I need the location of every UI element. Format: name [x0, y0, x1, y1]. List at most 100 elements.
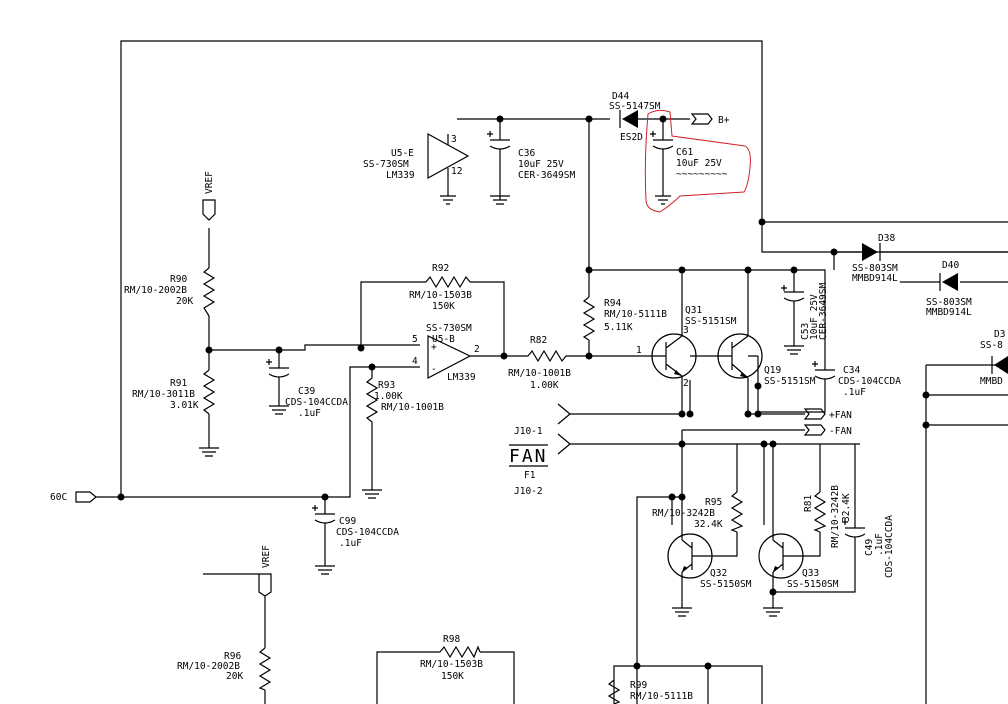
c49-ref: C49 — [864, 539, 875, 556]
c49-symbol — [842, 519, 866, 552]
diode-d3x — [991, 356, 1008, 374]
r82-ref: R82 — [530, 335, 547, 346]
r91-body — [202, 369, 216, 415]
net-vref-top: VREF — [204, 171, 215, 194]
r82-body — [527, 349, 567, 363]
r96-part: RM/10-2002B — [177, 661, 240, 672]
c34-ref: C34 — [843, 365, 860, 376]
c34-value: .1uF — [843, 387, 866, 398]
u5b-pin-p: 5 — [412, 334, 418, 345]
transistor-q33 — [758, 533, 804, 579]
d44-type: ES2D — [620, 132, 643, 143]
r92-body — [425, 275, 471, 289]
c36-part: CER-3649SM — [518, 170, 575, 181]
r90-body — [202, 267, 216, 317]
c53-value: 10uF 25V — [809, 294, 820, 340]
c99-value: .1uF — [339, 538, 362, 549]
r81-ref: R81 — [803, 495, 814, 512]
u5e-type: LM339 — [386, 170, 415, 181]
r99-part: RM/10-5111B — [630, 691, 693, 702]
r99-body — [607, 679, 621, 704]
d40-part: SS-803SM — [926, 297, 972, 308]
r91-ref: R91 — [170, 378, 187, 389]
c39-part: CDS-104CCDA — [285, 397, 348, 408]
r98-body — [439, 645, 481, 659]
q33-ref: Q33 — [802, 568, 819, 579]
net-vref-bottom: VREF — [261, 545, 272, 568]
c39-ref: C39 — [298, 386, 315, 397]
c61-extra: ~~~~~~~~~ — [676, 169, 728, 180]
r93-value: 1.00K — [374, 391, 403, 402]
r82-value: 1.00K — [530, 380, 559, 391]
r93-ref: R93 — [378, 380, 395, 391]
q32-ref: Q32 — [710, 568, 727, 579]
q32-part: SS-5150SM — [700, 579, 752, 590]
d38-ref: D38 — [878, 233, 895, 244]
r95-value: 32.4K — [694, 519, 723, 530]
q19-part: SS-5151SM — [764, 376, 816, 387]
r81-value: 32.4K — [841, 493, 852, 522]
grounds — [199, 195, 804, 617]
op-amp-u5b: + - — [427, 335, 472, 379]
r92-value: 150K — [432, 301, 455, 312]
c61-highlight — [644, 109, 751, 213]
connector-pin1: J10-1 — [514, 426, 543, 437]
u5e-part: SS-730SM — [363, 159, 409, 170]
net-fan-pos: +FAN — [829, 410, 852, 421]
u5b-part: SS-730SM — [426, 323, 472, 334]
c36-ref: C36 — [518, 148, 535, 159]
c99-part: CDS-104CCDA — [336, 527, 399, 538]
r94-part: RM/10-5111B — [604, 309, 667, 320]
r96-value: 20K — [226, 671, 243, 682]
u5e-pin-b: 12 — [451, 166, 462, 177]
r98-value: 150K — [441, 671, 464, 682]
r92-ref: R92 — [432, 263, 449, 274]
d44-ref: D44 — [612, 91, 629, 102]
r99-ref: R99 — [630, 680, 647, 691]
d38-part: SS-803SM — [852, 263, 898, 274]
r91-part: RM/10-3011B — [132, 389, 195, 400]
u5b-plus: + — [431, 342, 437, 353]
d3x-type: MMBD — [980, 376, 1003, 387]
c36-value: 10uF 25V — [518, 159, 564, 170]
r98-part: RM/10-1503B — [420, 659, 483, 670]
c36-symbol — [487, 131, 511, 196]
junction-dots — [117, 115, 930, 670]
diode-d38 — [862, 243, 881, 261]
d44-part: SS-5147SM — [609, 101, 661, 112]
r94-body — [582, 296, 596, 341]
d40-ref: D40 — [942, 260, 959, 271]
c99-ref: C99 — [339, 516, 356, 527]
op-amp-u5e — [427, 132, 470, 180]
r90-part: RM/10-2002B — [124, 285, 187, 296]
c53-part: CER-3649SM — [818, 283, 829, 340]
labels: VREF VREF 60C B+ +FAN -FAN J10-1 J10-2 F… — [50, 91, 1005, 702]
r81-body — [813, 491, 827, 533]
c49-part: CDS-104CCDA — [884, 515, 895, 578]
r95-body — [730, 491, 744, 533]
c49-value: .1uF — [874, 533, 885, 556]
d38-type: MMBD914L — [852, 273, 898, 284]
q33-part: SS-5150SM — [787, 579, 839, 590]
q19-ref: Q19 — [764, 365, 781, 376]
connector-fuse: F1 — [524, 470, 536, 481]
r98-ref: R98 — [443, 634, 460, 645]
c61-symbol — [650, 131, 674, 196]
q31-pin1: 1 — [636, 345, 642, 356]
q31-part: SS-5151SM — [685, 316, 737, 327]
c34-part: CDS-104CCDA — [838, 376, 901, 387]
c61-ref: C61 — [676, 147, 693, 158]
d40-type: MMBD914L — [926, 307, 972, 318]
r96-body — [258, 647, 272, 691]
u5b-pin-out: 2 — [474, 344, 480, 355]
r81-part: RM/10-3242B — [830, 485, 841, 548]
r93-body — [365, 377, 379, 423]
connector-pin2: J10-2 — [514, 486, 543, 497]
q31-pin3: 3 — [683, 325, 689, 336]
r92-part: RM/10-1503B — [409, 290, 472, 301]
u5e-ref: U5-E — [391, 148, 414, 159]
u5b-pin-n: 4 — [412, 356, 418, 367]
r90-ref: R90 — [170, 274, 187, 285]
transistor-q32 — [667, 533, 713, 579]
